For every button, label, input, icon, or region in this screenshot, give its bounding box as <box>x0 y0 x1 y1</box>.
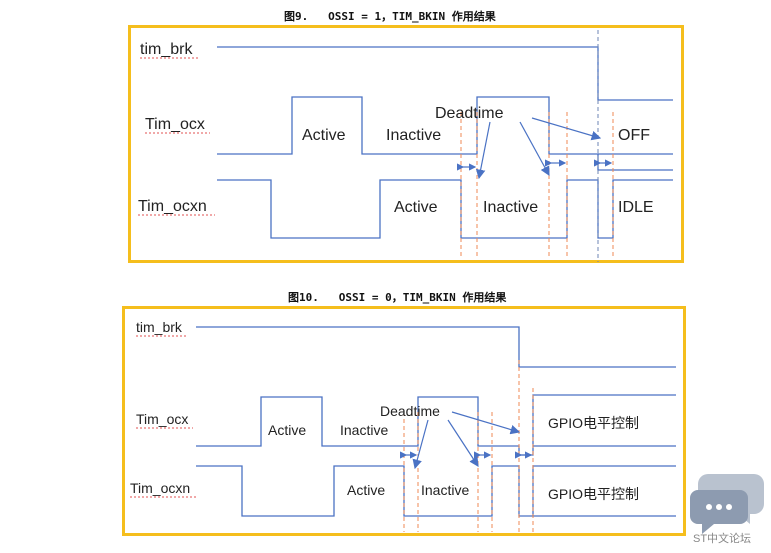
fig10-deadtime-pointer <box>451 411 521 435</box>
fig10-deadtime-label: Deadtime <box>380 403 440 419</box>
fig9-wave-tim-ocxn <box>217 179 673 239</box>
fig10-ocx-active-label: Active <box>268 422 306 438</box>
figure-10-frame <box>122 306 686 536</box>
fig9-ocxn-active-label: Active <box>394 199 438 216</box>
fig9-deadtime-label: Deadtime <box>435 105 504 122</box>
fig9-ocx-off-label: OFF <box>618 127 650 144</box>
fig9-ocx-inactive-label: Inactive <box>386 127 441 144</box>
fig10-ocxn-gpio-label: GPIO电平控制 <box>548 486 639 502</box>
fig10-wave-tim-ocxn <box>196 465 676 517</box>
fig10-ocx-gpio-label: GPIO电平控制 <box>548 415 639 431</box>
fig10-deadtime-pointer <box>447 419 479 468</box>
fig10-label-tim-brk: tim_brk <box>136 319 183 335</box>
fig10-label-tim-ocx: Tim_ocx <box>136 411 188 427</box>
fig10-ocx-inactive-label: Inactive <box>340 422 388 438</box>
fig10-ocxn-active-label: Active <box>347 482 385 498</box>
fig9-label-tim-ocx: Tim_ocx <box>145 116 205 133</box>
fig9-ocx-active-label: Active <box>302 127 346 144</box>
fig9-wave-tim-brk <box>217 46 673 101</box>
fig9-label-tim-ocxn: Tim_ocxn <box>138 198 207 215</box>
chat-bubbles-icon <box>690 474 764 534</box>
figure-9-diagram: tim_brk Tim_ocx Tim_ocxn Active Inactive… <box>138 30 673 262</box>
fig9-deadtime-pointer <box>531 117 602 141</box>
fig9-label-tim-brk: tim_brk <box>140 41 193 58</box>
fig9-deadtime-pointer <box>519 121 550 177</box>
watermark-text: ST中文论坛 <box>693 533 752 545</box>
fig10-label-tim-ocxn: Tim_ocxn <box>130 480 190 496</box>
fig10-deadtime-pointer <box>412 419 429 470</box>
fig9-ocxn-idle-label: IDLE <box>618 199 654 216</box>
fig9-ocxn-inactive-label: Inactive <box>483 199 538 216</box>
figure-9-caption: 图9. OSSI = 1，TIM_BKIN 作用结果 <box>284 10 496 23</box>
fig10-wave-tim-brk <box>196 326 676 368</box>
fig9-deadtime-pointer <box>475 121 491 180</box>
figure-10-diagram: tim_brk Tim_ocx Tim_ocxn Active Inactive <box>130 319 676 532</box>
figure-9-frame <box>128 25 684 263</box>
fig10-ocxn-inactive-label: Inactive <box>421 482 469 498</box>
figure-10-caption: 图10. OSSI = 0，TIM_BKIN 作用结果 <box>288 291 507 304</box>
